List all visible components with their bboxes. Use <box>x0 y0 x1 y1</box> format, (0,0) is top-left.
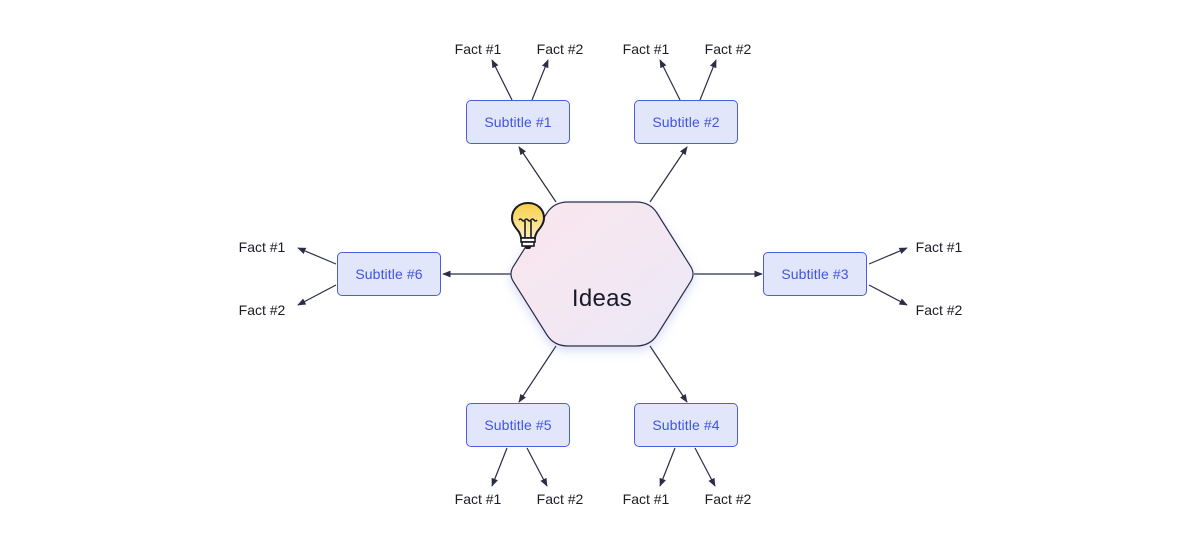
fact-s1-1: Fact #1 <box>454 41 502 57</box>
connector-hub-subtitle-4 <box>649 345 688 403</box>
fact-s4-1: Fact #1 <box>622 491 670 507</box>
lightbulb-icon <box>510 201 546 249</box>
fact-s5-1: Fact #1 <box>454 491 502 507</box>
connector-s2-fact-2 <box>699 59 717 101</box>
connector-hub-subtitle-1 <box>518 146 557 203</box>
subtitle-node-1[interactable]: Subtitle #1 <box>466 100 570 144</box>
connector-s1-fact-2 <box>531 59 549 101</box>
connector-s6-fact-1 <box>297 247 337 265</box>
fact-s1-2: Fact #2 <box>536 41 584 57</box>
fact-s2-2: Fact #2 <box>704 41 752 57</box>
subtitle-node-5[interactable]: Subtitle #5 <box>466 403 570 447</box>
connector-s5-fact-1 <box>491 447 508 487</box>
connector-s3-fact-2 <box>868 284 908 306</box>
subtitle-node-3[interactable]: Subtitle #3 <box>763 252 867 296</box>
connector-s5-fact-2 <box>526 447 548 487</box>
fact-s6-1: Fact #1 <box>238 239 286 255</box>
subtitle-node-6[interactable]: Subtitle #6 <box>337 252 441 296</box>
hub-node-ideas[interactable]: Ideas <box>510 201 694 347</box>
subtitle-node-2[interactable]: Subtitle #2 <box>634 100 738 144</box>
fact-s2-1: Fact #1 <box>622 41 670 57</box>
connector-hub-subtitle-5 <box>518 345 557 403</box>
fact-s5-2: Fact #2 <box>536 491 584 507</box>
connector-s6-fact-2 <box>297 284 337 306</box>
fact-s4-2: Fact #2 <box>704 491 752 507</box>
hub-hexagon-shape <box>510 201 694 347</box>
connector-s2-fact-1 <box>659 59 681 101</box>
fact-s3-1: Fact #1 <box>915 239 963 255</box>
fact-s6-2: Fact #2 <box>238 302 286 318</box>
connector-s4-fact-1 <box>659 447 676 487</box>
subtitle-node-4[interactable]: Subtitle #4 <box>634 403 738 447</box>
connector-s4-fact-2 <box>694 447 716 487</box>
connector-s1-fact-1 <box>491 59 513 101</box>
fact-s3-2: Fact #2 <box>915 302 963 318</box>
connector-hub-subtitle-2 <box>649 146 688 203</box>
hub-title: Ideas <box>571 285 633 312</box>
connector-s3-fact-1 <box>868 247 908 265</box>
